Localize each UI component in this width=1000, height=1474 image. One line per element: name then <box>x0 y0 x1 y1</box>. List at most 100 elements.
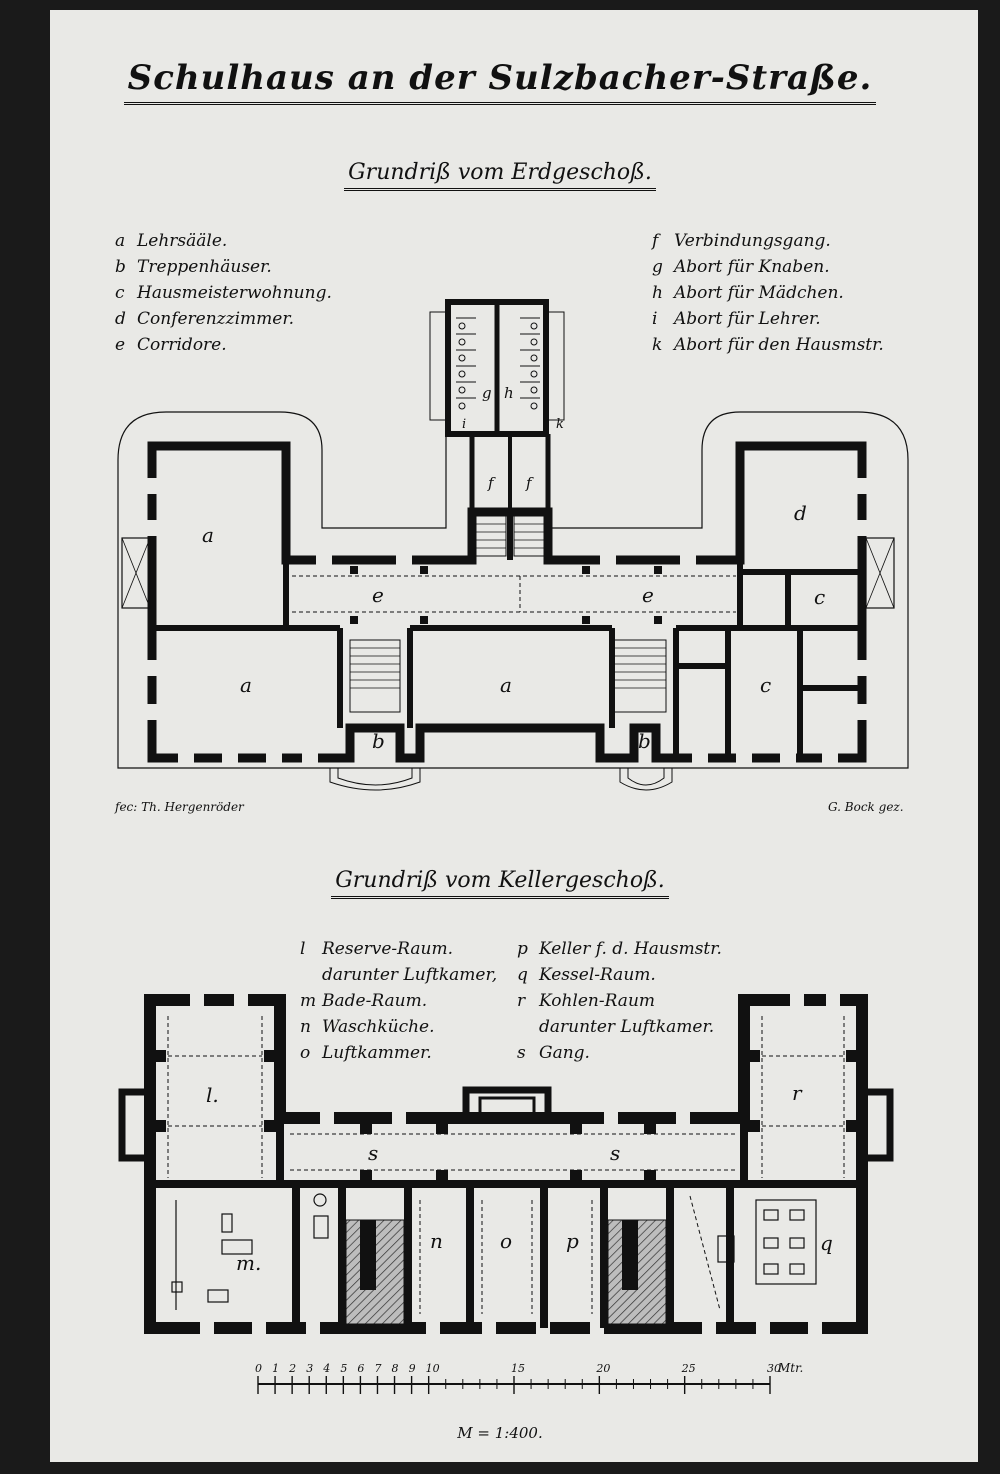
entrance-steps-right-inner <box>627 768 665 786</box>
scale-tick-label: 1 <box>272 1362 279 1375</box>
toilet-annex <box>429 299 565 512</box>
scale-tick-label: 4 <box>322 1362 330 1375</box>
room-n: n <box>430 1229 443 1253</box>
room-s2: s <box>610 1141 620 1165</box>
bath-fittings <box>171 1193 329 1310</box>
porch-left <box>121 537 151 609</box>
corridor-dashes <box>292 575 736 613</box>
cellar-plan <box>118 993 894 1335</box>
scale-tick-label: 2 <box>288 1362 296 1375</box>
room-l: l. <box>206 1083 219 1107</box>
room-q: q <box>820 1231 833 1255</box>
scale-ratio: M = 1:400. <box>457 1424 543 1442</box>
room-a3: a <box>500 673 512 697</box>
room-e1: e <box>372 583 384 607</box>
cellar-bay-right <box>858 1088 894 1162</box>
cellar-interior-walls <box>150 1118 862 1328</box>
toilet-stalls <box>456 317 540 399</box>
stair-treads <box>349 515 667 713</box>
paper-sheet <box>50 10 978 1462</box>
scale-tick-label: 30 <box>767 1362 781 1375</box>
room-h: h <box>504 384 514 402</box>
room-i: i <box>462 417 466 432</box>
scale-tick-label: 20 <box>595 1362 610 1375</box>
room-c1: c <box>760 673 771 697</box>
room-s1: s <box>368 1141 378 1165</box>
ground-floor-title: Grundriß vom Erdgeschoß. <box>0 160 1000 191</box>
ground-window-gaps <box>146 478 868 764</box>
room-f2: f <box>525 474 534 492</box>
scale-tick-label: 7 <box>374 1362 381 1375</box>
room-d: d <box>794 501 807 525</box>
room-f1: f <box>487 474 496 492</box>
scale-tick-label: 25 <box>681 1362 696 1375</box>
scale-tick-label: 6 <box>357 1362 364 1375</box>
room-g: g <box>482 384 492 402</box>
entrance-steps-left <box>329 768 421 791</box>
scale-tick-label: 0 <box>255 1362 262 1375</box>
room-a2: a <box>240 673 252 697</box>
legend-item-note: darunter Luftkamer. <box>539 1017 715 1037</box>
room-k: k <box>556 417 564 432</box>
scale-ticks <box>257 1376 771 1394</box>
credit-engraver: fec: Th. Hergenröder <box>115 800 244 814</box>
cellar-title: Grundriß vom Kellergeschoß. <box>0 868 1000 899</box>
corridor-piers <box>350 566 662 624</box>
stair-lines <box>350 523 666 689</box>
room-r: r <box>792 1081 803 1105</box>
entrance-steps-right <box>619 768 673 791</box>
credit-draughtsman: G. Bock gez. <box>828 800 904 814</box>
drawing-title: Schulhaus an der Sulzbacher-Straße. <box>0 58 1000 105</box>
ground-interior-walls <box>152 512 862 758</box>
room-o: o <box>500 1229 512 1253</box>
cellar-window-gaps <box>190 993 840 1335</box>
cellar-exterior-wall <box>144 994 868 1334</box>
porch-right <box>865 537 895 609</box>
scale-tick-label: 9 <box>409 1362 416 1375</box>
scale-tick-label: 8 <box>392 1362 399 1375</box>
room-m: m. <box>236 1251 261 1275</box>
ground-floor-plan <box>117 299 909 791</box>
room-e2: e <box>642 583 654 607</box>
room-b2: b <box>638 729 651 753</box>
cellar-wing-piers <box>154 1050 858 1182</box>
room-b1: b <box>372 729 385 753</box>
room-c2: c <box>814 585 825 609</box>
boiler-fittings <box>717 1199 817 1285</box>
ground-exterior-wall <box>147 441 867 763</box>
scale-tick-label: 10 <box>426 1362 440 1375</box>
entrance-steps-left-inner <box>337 768 413 786</box>
scale-tick-label: 15 <box>511 1362 525 1375</box>
room-p: p <box>566 1229 579 1253</box>
room-a1: a <box>202 523 214 547</box>
scale-tick-label: 5 <box>340 1362 347 1375</box>
cellar-bay-left <box>118 1088 154 1162</box>
legend-item-note: darunter Luftkamer, <box>322 965 498 985</box>
cellar-vault-dashes <box>167 1016 845 1314</box>
toilet-bowls <box>458 322 538 410</box>
